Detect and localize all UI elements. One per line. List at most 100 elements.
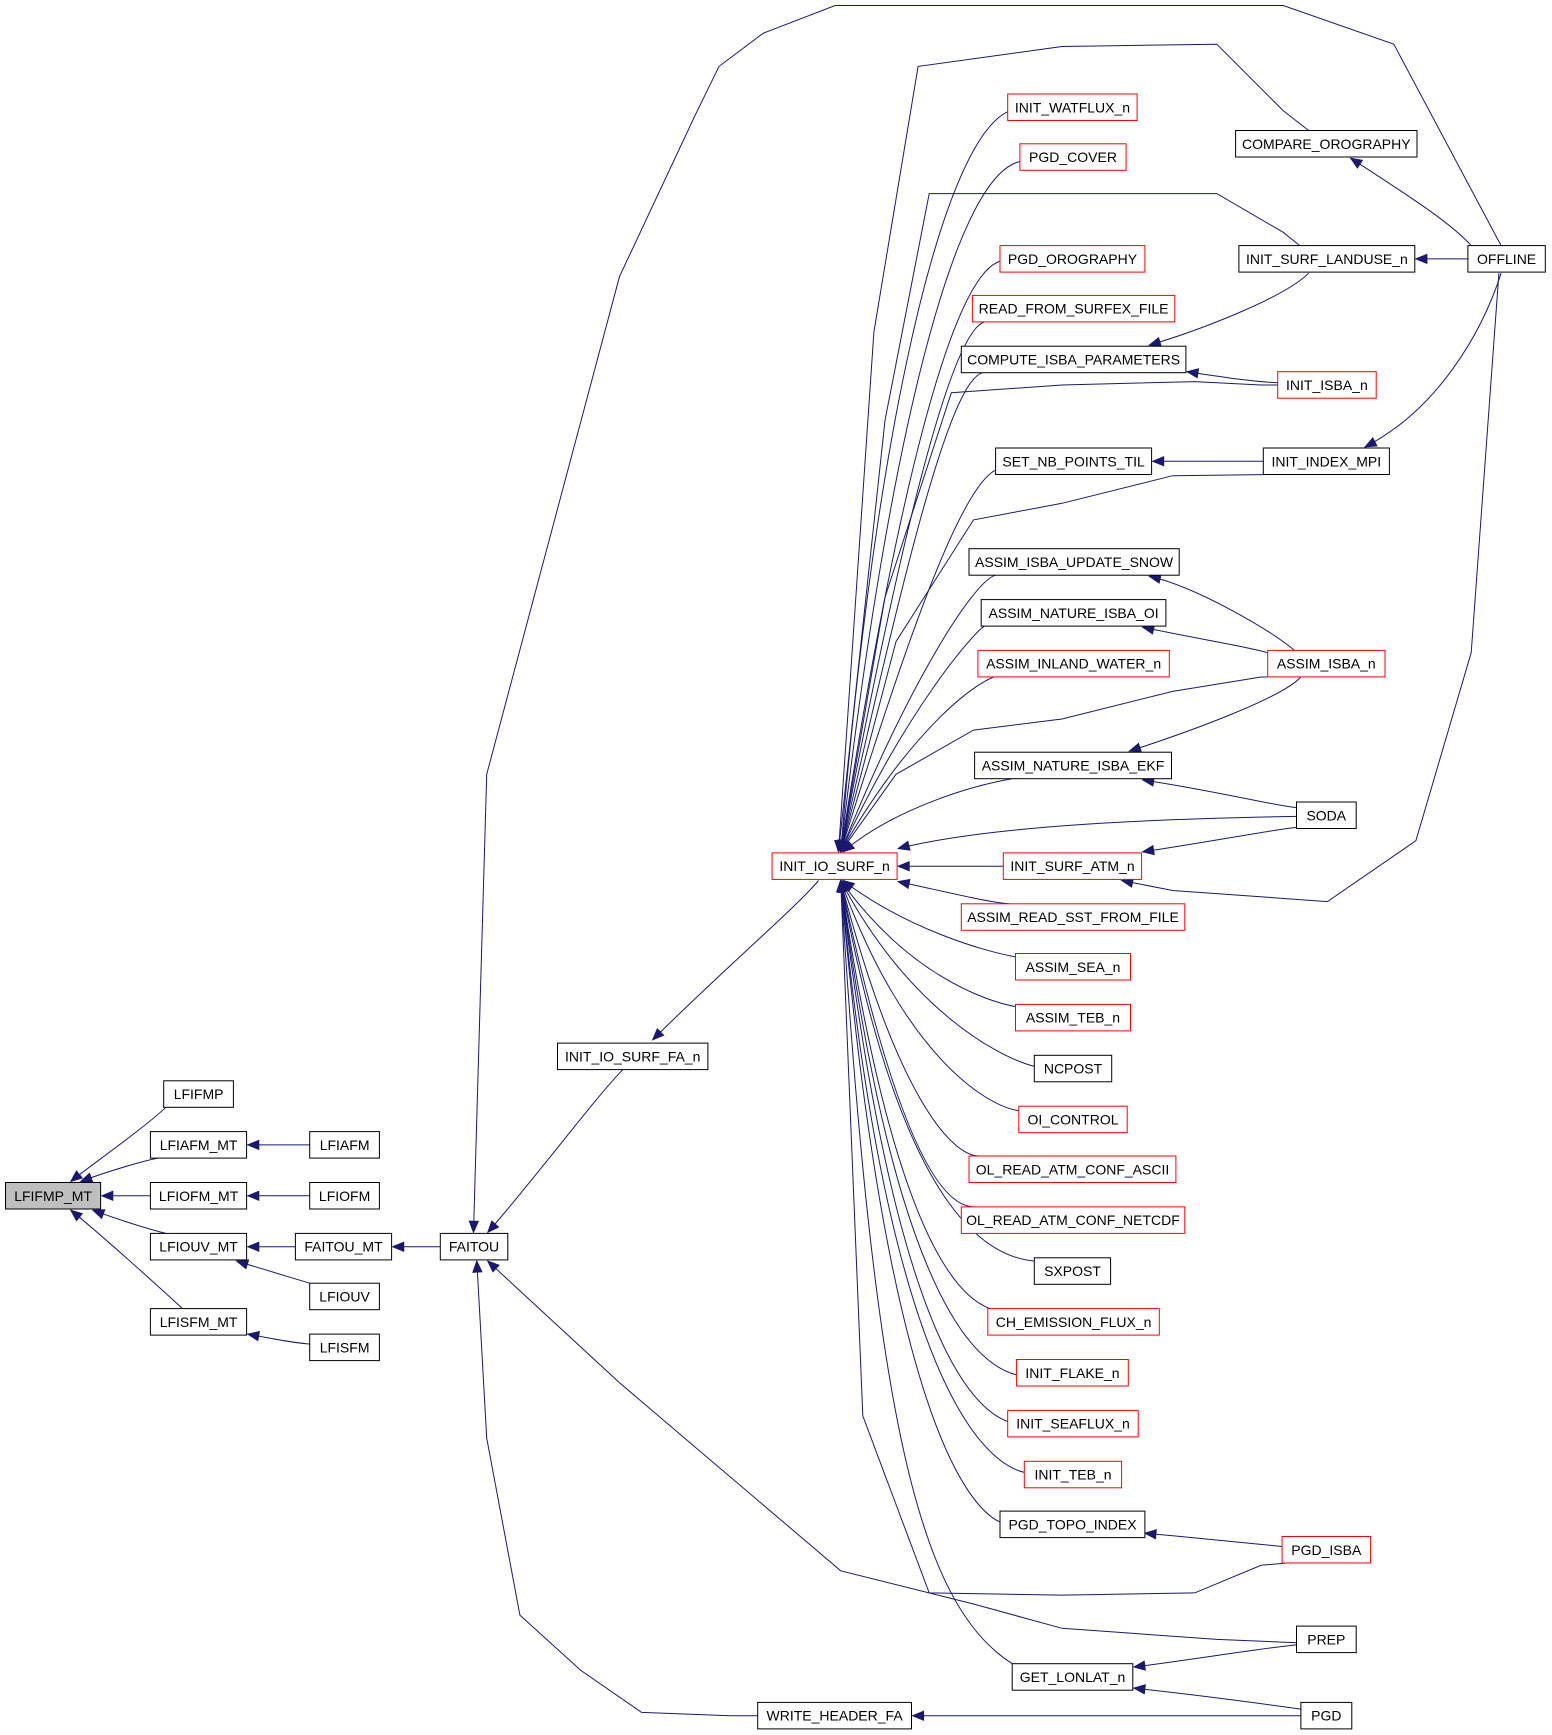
- node-box[interactable]: [1011, 1663, 1134, 1691]
- node-box[interactable]: [1007, 93, 1138, 121]
- node-write-header-fa[interactable]: WRITE_HEADER_FA: [757, 1701, 913, 1730]
- node-assim-isba-n[interactable]: ASSIM_ISBA_n: [1267, 649, 1386, 678]
- node-box[interactable]: [1002, 852, 1143, 880]
- node-set-nb-points-til[interactable]: SET_NB_POINTS_TIL: [995, 447, 1153, 475]
- node-lfiofm-mt[interactable]: LFIOFM_MT: [149, 1182, 248, 1210]
- node-pgd-orography[interactable]: PGD_OROGRAPHY: [999, 245, 1146, 273]
- node-pgd-isba[interactable]: PGD_ISBA: [1281, 1536, 1372, 1564]
- node-get-lonlat-n[interactable]: GET_LONLAT_n: [1011, 1663, 1134, 1691]
- node-box[interactable]: [1016, 1359, 1129, 1387]
- node-box[interactable]: [309, 1333, 380, 1362]
- node-compare-orography[interactable]: COMPARE_OROGRAPHY: [1235, 130, 1418, 158]
- node-init-index-mpi[interactable]: INIT_INDEX_MPI: [1262, 447, 1390, 475]
- node-box[interactable]: [757, 1701, 913, 1730]
- node-box[interactable]: [960, 1206, 1186, 1234]
- node-box[interactable]: [1015, 1003, 1131, 1032]
- node-box[interactable]: [294, 1232, 393, 1261]
- node-box[interactable]: [968, 1155, 1177, 1183]
- node-box[interactable]: [557, 1042, 709, 1071]
- node-box[interactable]: [980, 599, 1167, 627]
- node-box[interactable]: [439, 1232, 509, 1261]
- node-assim-inland-water-n[interactable]: ASSIM_INLAND_WATER_n: [977, 649, 1170, 678]
- node-pgd-cover[interactable]: PGD_COVER: [1019, 143, 1127, 171]
- node-oi-control[interactable]: OI_CONTROL: [1018, 1105, 1128, 1134]
- node-lfifmp-mt[interactable]: LFIFMP_MT: [5, 1182, 102, 1210]
- node-assim-read-sst-from-file[interactable]: ASSIM_READ_SST_FROM_FILE: [960, 903, 1186, 931]
- node-box[interactable]: [309, 1182, 380, 1210]
- node-pgd-topo-index[interactable]: PGD_TOPO_INDEX: [999, 1510, 1146, 1539]
- node-init-teb-n[interactable]: INIT_TEB_n: [1023, 1460, 1123, 1489]
- node-init-io-surf-n[interactable]: INIT_IO_SURF_n: [771, 852, 898, 880]
- node-assim-sea-n[interactable]: ASSIM_SEA_n: [1015, 953, 1131, 981]
- node-box[interactable]: [149, 1232, 248, 1261]
- node-compute-isba-parameters[interactable]: COMPUTE_ISBA_PARAMETERS: [960, 345, 1187, 374]
- node-faitou-mt[interactable]: FAITOU_MT: [294, 1232, 393, 1261]
- node-box[interactable]: [1235, 130, 1418, 158]
- node-box[interactable]: [1267, 649, 1386, 678]
- node-box[interactable]: [1007, 1409, 1139, 1438]
- node-lfiofm[interactable]: LFIOFM: [309, 1182, 380, 1210]
- node-box[interactable]: [163, 1080, 234, 1108]
- node-init-isba-n[interactable]: INIT_ISBA_n: [1277, 371, 1377, 399]
- node-box[interactable]: [968, 548, 1180, 576]
- node-init-surf-landuse-n[interactable]: INIT_SURF_LANDUSE_n: [1238, 245, 1416, 273]
- node-lfiouv-mt[interactable]: LFIOUV_MT: [149, 1232, 248, 1261]
- node-init-seaflux-n[interactable]: INIT_SEAFLUX_n: [1007, 1409, 1139, 1438]
- node-box[interactable]: [149, 1308, 248, 1336]
- node-read-from-surfex-file[interactable]: READ_FROM_SURFEX_FILE: [971, 294, 1176, 323]
- node-box[interactable]: [974, 751, 1172, 780]
- node-ol-read-atm-conf-netcdf[interactable]: OL_READ_ATM_CONF_NETCDF: [960, 1206, 1186, 1234]
- node-init-io-surf-fa-n[interactable]: INIT_IO_SURF_FA_n: [557, 1042, 709, 1071]
- node-box[interactable]: [1023, 1460, 1123, 1489]
- node-pgd[interactable]: PGD: [1300, 1701, 1353, 1730]
- node-box[interactable]: [771, 852, 898, 880]
- node-init-surf-atm-n[interactable]: INIT_SURF_ATM_n: [1002, 852, 1143, 880]
- node-lfisfm[interactable]: LFISFM: [309, 1333, 380, 1362]
- node-box[interactable]: [999, 245, 1146, 273]
- node-assim-nature-isba-ekf[interactable]: ASSIM_NATURE_ISBA_EKF: [974, 751, 1172, 780]
- node-init-flake-n[interactable]: INIT_FLAKE_n: [1016, 1359, 1129, 1387]
- node-ol-read-atm-conf-ascii[interactable]: OL_READ_ATM_CONF_ASCII: [968, 1155, 1177, 1183]
- node-box[interactable]: [971, 294, 1176, 323]
- node-box[interactable]: [1296, 1625, 1357, 1654]
- node-lfisfm-mt[interactable]: LFISFM_MT: [149, 1308, 248, 1336]
- node-faitou[interactable]: FAITOU: [439, 1232, 509, 1261]
- node-offline[interactable]: OFFLINE: [1467, 245, 1546, 273]
- node-box[interactable]: [1033, 1054, 1113, 1083]
- node-init-watflux-n[interactable]: INIT_WATFLUX_n: [1007, 93, 1138, 121]
- node-box[interactable]: [1300, 1701, 1353, 1730]
- node-box[interactable]: [1018, 1105, 1128, 1134]
- node-box[interactable]: [960, 903, 1186, 931]
- node-ncpost[interactable]: NCPOST: [1033, 1054, 1113, 1083]
- node-box[interactable]: [1277, 371, 1377, 399]
- node-box[interactable]: [995, 447, 1153, 475]
- node-box[interactable]: [309, 1282, 380, 1311]
- node-box[interactable]: [1019, 143, 1127, 171]
- node-box[interactable]: [977, 649, 1170, 678]
- node-box[interactable]: [1033, 1257, 1112, 1285]
- node-box[interactable]: [1281, 1536, 1372, 1564]
- node-lfiouv[interactable]: LFIOUV: [309, 1282, 380, 1311]
- node-box[interactable]: [1296, 801, 1357, 829]
- node-soda[interactable]: SODA: [1296, 801, 1357, 829]
- node-box[interactable]: [1467, 245, 1546, 273]
- node-assim-isba-update-snow[interactable]: ASSIM_ISBA_UPDATE_SNOW: [968, 548, 1180, 576]
- node-box[interactable]: [960, 345, 1187, 374]
- node-assim-teb-n[interactable]: ASSIM_TEB_n: [1015, 1003, 1131, 1032]
- node-box[interactable]: [1238, 245, 1416, 273]
- node-ch-emission-flux-n[interactable]: CH_EMISSION_FLUX_n: [987, 1308, 1160, 1336]
- node-lfiafm-mt[interactable]: LFIAFM_MT: [149, 1131, 248, 1159]
- node-lfiafm[interactable]: LFIAFM: [309, 1131, 380, 1159]
- node-sxpost[interactable]: SXPOST: [1033, 1257, 1112, 1285]
- node-box[interactable]: [1262, 447, 1390, 475]
- node-box[interactable]: [987, 1308, 1160, 1336]
- node-lfifmp[interactable]: LFIFMP: [163, 1080, 234, 1108]
- node-box[interactable]: [1015, 953, 1131, 981]
- node-box[interactable]: [999, 1510, 1146, 1539]
- node-assim-nature-isba-oi[interactable]: ASSIM_NATURE_ISBA_OI: [980, 599, 1167, 627]
- node-box[interactable]: [149, 1131, 248, 1159]
- node-box[interactable]: [309, 1131, 380, 1159]
- node-prep[interactable]: PREP: [1296, 1625, 1357, 1654]
- node-box[interactable]: [149, 1182, 248, 1210]
- node-box[interactable]: [5, 1182, 102, 1210]
